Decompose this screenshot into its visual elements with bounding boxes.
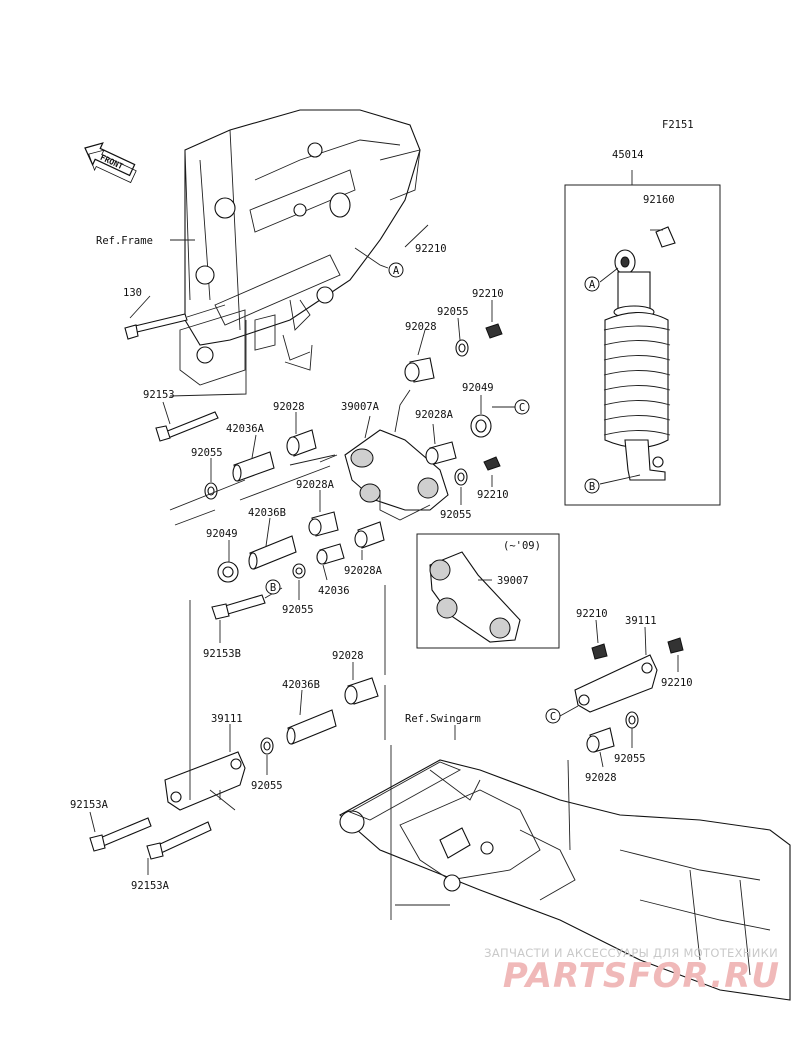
part-label: 42036B (282, 679, 320, 691)
part-label: 92055 (191, 447, 223, 459)
part-label: 92028 (405, 321, 437, 333)
part-label: 92160 (643, 194, 675, 206)
tie-rod-39111-left (164, 751, 246, 811)
part-label: 92049 (462, 382, 494, 394)
part-label: 92210 (472, 288, 504, 300)
part-label: 42036A (226, 423, 265, 435)
callout-b-label: B (270, 582, 276, 594)
part-label: 92153B (203, 648, 241, 660)
part-label: 42036 (318, 585, 350, 597)
part-label: 39111 (211, 713, 243, 725)
part-label: 92153A (70, 799, 109, 811)
callout-b-label: B (589, 481, 595, 493)
part-label: 92028 (585, 772, 617, 784)
part-label: 92049 (206, 528, 238, 540)
part-label: 92028A (296, 479, 335, 491)
callout-c-label: C (519, 402, 525, 414)
callout-a-shock: A (584, 276, 600, 292)
shock-absorber-box (564, 184, 721, 506)
part-label: 92210 (576, 608, 608, 620)
part-label: 42036B (248, 507, 286, 519)
callout-a-frame: A (388, 262, 404, 278)
callout-c-link: C (514, 399, 530, 415)
part-label: 92028 (273, 401, 305, 413)
link-39007 (429, 551, 521, 643)
sleeves-and-collars (155, 323, 503, 755)
part-label: 92153 (143, 389, 175, 401)
part-label: 92153A (131, 880, 170, 892)
part-label: 92028A (415, 409, 454, 421)
part-label: 92210 (415, 243, 447, 255)
callout-c-rod: C (545, 708, 561, 724)
watermark-tagline: ЗАПЧАСТИ И АКСЕССУАРЫ ДЛЯ МОТОТЕХНИКИ (484, 946, 778, 960)
part-label: 92028 (332, 650, 364, 662)
ref-frame-label: Ref.Frame (96, 235, 153, 247)
callout-a-label: A (589, 279, 596, 291)
swingarm-illustration (339, 759, 791, 1001)
part-label: 92210 (661, 677, 693, 689)
callout-b-link: B (265, 579, 281, 595)
callout-c-label: C (550, 711, 556, 723)
link-39007-box (416, 533, 560, 649)
part-label: 39007A (341, 401, 380, 413)
year-note: (~'09) (503, 540, 541, 552)
link-39007a (344, 429, 449, 511)
front-arrow-icon: FRONT (84, 142, 137, 184)
part-label: 39111 (625, 615, 657, 627)
part-label: 92055 (437, 306, 469, 318)
part-label: 92210 (477, 489, 509, 501)
bolt-130 (124, 304, 226, 340)
part-label: 130 (123, 287, 142, 299)
diagram-code: F2151 (662, 119, 694, 131)
part-label: 39007 (497, 575, 529, 587)
shock-absorber (603, 226, 676, 481)
watermark-logo: PARTSFOR.RU (502, 956, 780, 996)
part-label: 92055 (282, 604, 314, 616)
part-label: 92028A (344, 565, 383, 577)
leader-lines (89, 224, 679, 920)
callout-a-label: A (393, 265, 400, 277)
callout-b-shock: B (584, 478, 600, 494)
part-label: 92055 (440, 509, 472, 521)
part-label: 45014 (612, 149, 644, 161)
ref-swingarm-label: Ref.Swingarm (405, 713, 481, 725)
tie-rod-39111-right (574, 637, 684, 753)
part-label: 92055 (614, 753, 646, 765)
part-label: 92055 (251, 780, 283, 792)
bolts-92153a (89, 817, 212, 860)
frame-illustration (179, 109, 421, 386)
